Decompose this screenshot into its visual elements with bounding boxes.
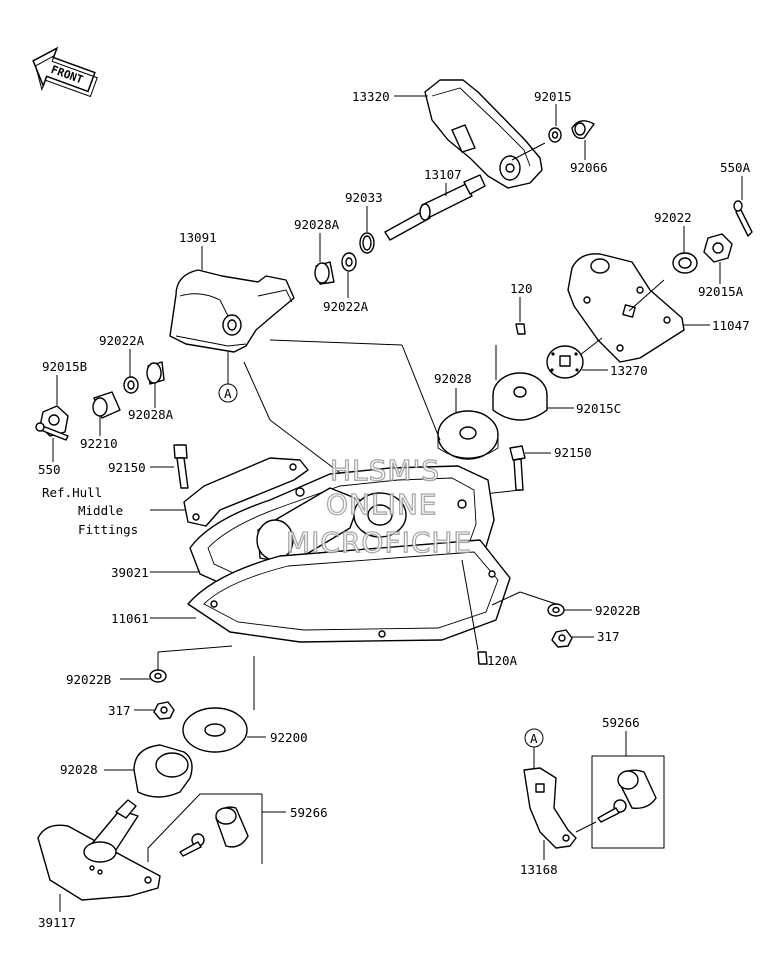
reference-callout-a-inset: A <box>524 728 544 768</box>
label-92210: 92210 <box>80 436 118 451</box>
label-13270: 13270 <box>610 363 648 378</box>
label-11061: 11061 <box>111 611 149 626</box>
label-92022A-left: 92022A <box>99 333 145 348</box>
ref-note-line3: Fittings <box>78 522 138 537</box>
label-92015: 92015 <box>534 89 572 104</box>
label-317-left: 317 <box>108 703 131 718</box>
label-59266-low: 59266 <box>290 805 328 820</box>
label-92015A: 92015A <box>698 284 744 299</box>
part-13091-housing[interactable] <box>169 269 295 353</box>
part-92015A-castle-nut[interactable] <box>703 233 733 263</box>
label-92028A-top: 92028A <box>294 217 340 232</box>
ref-note-line1: Ref.Hull <box>42 485 102 500</box>
ref-a-main-label: A <box>224 386 232 401</box>
part-92033-ring[interactable] <box>359 232 375 254</box>
label-39117: 39117 <box>38 915 76 930</box>
part-92022B-washer-right[interactable] <box>547 603 565 617</box>
part-92150-bolt-right[interactable] <box>509 445 526 491</box>
watermark: HLSM'S ONLINE MICROFICHE <box>285 453 472 559</box>
part-92210-bushing[interactable] <box>92 391 121 419</box>
part-13320-cover[interactable] <box>424 79 543 189</box>
part-550-cotter-pin[interactable] <box>35 422 69 441</box>
reference-callout-a-main: A <box>218 352 238 403</box>
part-13168-bracket[interactable] <box>523 767 577 849</box>
part-59266-bumper-group-low[interactable] <box>147 793 263 864</box>
label-92022B-left: 92022B <box>66 672 111 687</box>
label-59266-right: 59266 <box>602 715 640 730</box>
label-92022: 92022 <box>654 210 692 225</box>
label-120: 120 <box>510 281 533 296</box>
label-13168: 13168 <box>520 862 558 877</box>
part-92022A-washer-top[interactable] <box>341 252 357 272</box>
label-120A: 120A <box>487 653 518 668</box>
part-59266-bumper-group-right[interactable] <box>575 755 665 849</box>
part-317-nut-left[interactable] <box>153 701 175 720</box>
label-550A: 550A <box>720 160 751 175</box>
part-13107-shaft[interactable] <box>384 174 486 241</box>
label-92066: 92066 <box>570 160 608 175</box>
part-92028A-bushing-top[interactable] <box>314 261 335 285</box>
label-92015B: 92015B <box>42 359 87 374</box>
label-13107: 13107 <box>424 167 462 182</box>
part-92022B-washer-left[interactable] <box>149 669 167 683</box>
label-92022B-right: 92022B <box>595 603 640 618</box>
watermark-line3: MICROFICHE <box>286 526 472 559</box>
ref-note-line2: Middle <box>78 503 123 518</box>
watermark-line2: ONLINE <box>326 488 437 521</box>
label-92015C: 92015C <box>576 401 621 416</box>
part-92022A-washer-left[interactable] <box>123 376 139 394</box>
label-11047: 11047 <box>712 318 750 333</box>
part-11061-gasket[interactable] <box>187 539 511 643</box>
label-13091: 13091 <box>179 230 217 245</box>
part-11047-plate[interactable] <box>567 253 685 363</box>
ref-a-inset-label: A <box>530 731 538 746</box>
part-92028A-bushing-left[interactable] <box>146 361 165 385</box>
part-92200-washer[interactable] <box>182 707 248 753</box>
label-92028-low: 92028 <box>60 762 98 777</box>
label-39021: 39021 <box>111 565 149 580</box>
part-120-bolt[interactable] <box>515 323 526 335</box>
label-92028-mid: 92028 <box>434 371 472 386</box>
part-92022-washer[interactable] <box>672 252 698 274</box>
label-13320: 13320 <box>352 89 390 104</box>
label-317-right: 317 <box>597 629 620 644</box>
label-92150-left: 92150 <box>108 460 146 475</box>
watermark-line1: HLSM'S <box>330 454 440 487</box>
part-13270-disc[interactable] <box>546 345 584 379</box>
part-317-nut-right[interactable] <box>551 629 573 648</box>
part-92015C-damper[interactable] <box>492 372 548 421</box>
front-arrow-icon: FRONT <box>32 46 98 98</box>
part-120A-bolt[interactable] <box>477 651 488 665</box>
label-92150-right: 92150 <box>554 445 592 460</box>
part-hull-bracket[interactable] <box>183 457 309 527</box>
part-550A-cotter-pin[interactable] <box>733 200 753 237</box>
part-92028-rubber-low[interactable] <box>133 744 193 798</box>
part-39117-base-plate[interactable] <box>37 799 161 901</box>
label-92200: 92200 <box>270 730 308 745</box>
label-92028A-left: 92028A <box>128 407 174 422</box>
label-92033: 92033 <box>345 190 383 205</box>
label-550: 550 <box>38 462 61 477</box>
part-92028-rubber-mid[interactable] <box>437 410 499 460</box>
part-92015-nut[interactable] <box>548 127 562 143</box>
part-92150-bolt-left[interactable] <box>173 444 189 489</box>
part-92066-clip[interactable] <box>571 120 595 139</box>
label-92022A-top: 92022A <box>323 299 369 314</box>
